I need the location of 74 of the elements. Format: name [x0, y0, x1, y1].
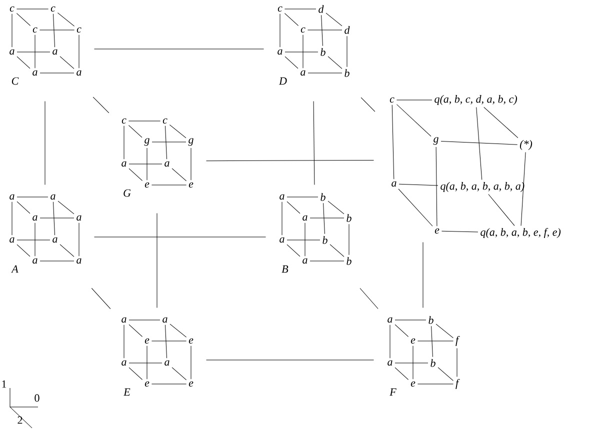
vertex-label: a — [10, 237, 14, 243]
vertex-label: a — [388, 360, 392, 366]
cube-name: E — [124, 388, 130, 396]
vertex-label: a — [76, 215, 82, 221]
vertex-label: c — [162, 118, 168, 124]
vertex-label: e — [410, 381, 416, 387]
vertex-label: a — [302, 258, 308, 264]
vertex-label: e — [188, 182, 194, 188]
vertex-label: a — [162, 317, 168, 323]
vertex-label: c — [300, 27, 306, 33]
cube-name: C — [12, 77, 19, 85]
vertex-label: c — [278, 6, 282, 12]
vertex-label: a — [164, 161, 170, 167]
vertex-label: e — [188, 381, 194, 387]
vertex-label: g — [433, 137, 438, 145]
vertex-label: (*) — [520, 140, 532, 150]
vertex-label: q(a, b, a, b, a, b, a) — [440, 182, 524, 192]
vertex-label: a — [300, 70, 306, 76]
vertex-label: c — [10, 6, 14, 12]
vertex-label: a — [76, 70, 82, 76]
vertex-label: e — [410, 338, 416, 344]
vertex-label: a — [32, 70, 38, 76]
vertex-label: b — [320, 48, 326, 56]
vertex-label: c — [390, 97, 394, 103]
vertex-label: a — [388, 317, 392, 323]
vertex-label: a — [52, 237, 58, 243]
vertex-label: g — [188, 138, 194, 146]
vertex-label: q(a, b, c, d, a, b, c) — [434, 95, 517, 105]
vertex-label: a — [122, 317, 126, 323]
vertex-label: a — [32, 258, 38, 264]
axis-label: 0 — [34, 394, 40, 402]
cube-name: A — [11, 265, 18, 273]
vertex-label: a — [122, 161, 126, 167]
vertex-label: a — [32, 215, 38, 221]
vertex-label: b — [430, 359, 436, 367]
vertex-label: a — [52, 49, 58, 55]
cube-name: B — [282, 265, 288, 273]
vertex-label: e — [144, 182, 150, 188]
vertex-label: a — [278, 49, 282, 55]
cube-name: D — [278, 77, 287, 85]
cube-name: G — [124, 189, 131, 197]
vertex-label: e — [434, 228, 440, 234]
vertex-label: b — [344, 69, 350, 77]
vertex-label: a — [76, 258, 82, 264]
vertex-label: q(a, b, a, b, e, f, e) — [480, 228, 561, 238]
axis-label: 2 — [18, 416, 22, 424]
vertex-label: c — [76, 27, 82, 33]
vertex-label: a — [280, 237, 284, 243]
cube-name: F — [390, 388, 396, 396]
vertex-label: a — [50, 194, 56, 200]
vertex-label: a — [122, 360, 126, 366]
vertex-label: c — [50, 6, 56, 12]
vertex-label: c — [32, 27, 38, 33]
vertex-label: f — [456, 378, 460, 390]
vertex-label: a — [164, 360, 170, 366]
vertex-label: a — [392, 181, 396, 187]
vertex-label: e — [144, 381, 150, 387]
vertex-label: g — [144, 138, 150, 146]
vertex-label: b — [320, 193, 326, 201]
vertex-label: a — [10, 194, 14, 200]
vertex-label: a — [302, 215, 308, 221]
vertex-label: d — [344, 26, 350, 34]
vertex-label: d — [318, 5, 324, 13]
vertex-label: f — [456, 336, 460, 346]
vertex-label: c — [122, 118, 126, 124]
vertex-label: b — [346, 257, 352, 265]
vertex-label: e — [188, 338, 194, 344]
vertex-label: b — [428, 316, 434, 324]
vertex-label: b — [322, 236, 328, 244]
vertex-label: a — [10, 49, 14, 55]
vertex-label: a — [280, 194, 284, 200]
vertex-label: e — [144, 338, 150, 344]
vertex-label: b — [346, 214, 352, 222]
axis-label: 1 — [2, 380, 6, 388]
